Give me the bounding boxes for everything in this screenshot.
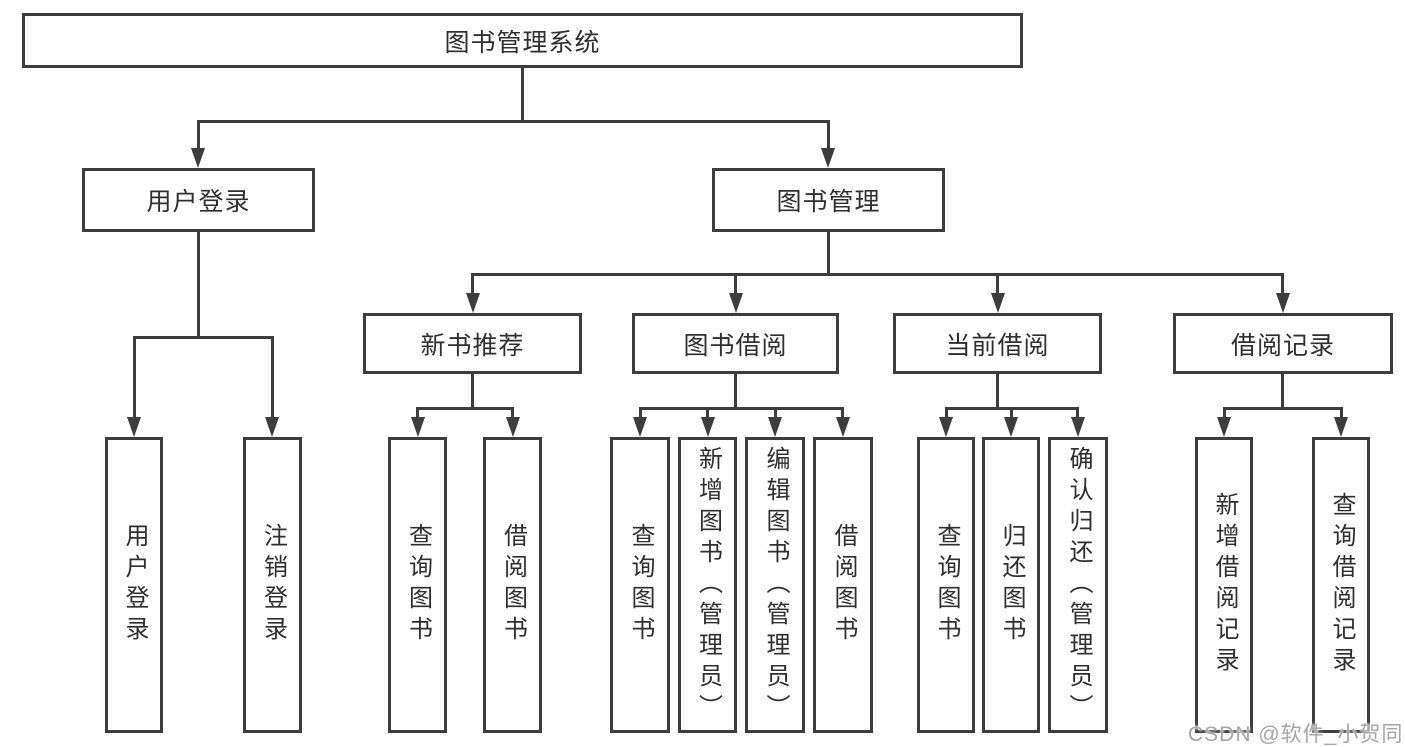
leaf-confirm-return-admin: 确认归还（管理员）: [1048, 437, 1108, 733]
arrow-down-icon: [836, 417, 850, 437]
arrow-down-icon: [821, 148, 835, 168]
connector-book-management-stub: [827, 232, 830, 273]
connector-leaf-stem: [841, 407, 844, 420]
node-user-login: 用户登录: [82, 168, 315, 232]
connector-leaf-stem: [639, 407, 642, 420]
connector-root-to-book-management: [827, 120, 830, 152]
connector-to-leaf-user-login: [133, 336, 136, 420]
arrow-down-icon: [506, 417, 520, 437]
connector-root-bus: [197, 120, 830, 123]
arrow-down-icon: [991, 293, 1005, 313]
connector-book-borrow-stub: [734, 374, 737, 407]
connector-new-book-stub: [471, 374, 474, 407]
arrow-down-icon: [1276, 293, 1290, 313]
node-borrow-records: 借阅记录: [1173, 313, 1393, 374]
connector-book-management-bus: [472, 273, 1283, 276]
connector-borrow-records-bus: [1224, 407, 1341, 410]
connector-borrow-records-stub: [1281, 374, 1284, 407]
connector-user-login-bus: [134, 336, 273, 339]
arrow-down-icon: [1217, 417, 1231, 437]
leaf-logout: 注销登录: [243, 437, 302, 733]
connector-leaf-stem: [1076, 407, 1079, 420]
arrow-down-icon: [939, 417, 953, 437]
connector-to-leaf-logout: [271, 336, 274, 420]
leaf-borrow-books-recommend: 借阅图书: [483, 437, 542, 733]
connector-root-to-user-login: [197, 120, 200, 152]
connector-new-book-bus: [417, 407, 514, 410]
connector-leaf-stem: [706, 407, 709, 420]
leaf-label: 新增借阅记录: [1211, 492, 1238, 678]
leaf-query-books: 查询图书: [610, 437, 670, 733]
leaf-label: 归还图书: [998, 523, 1025, 647]
connector-book-borrow-bus: [640, 407, 843, 410]
arrow-down-icon: [191, 148, 205, 168]
leaf-add-borrow-record: 新增借阅记录: [1195, 437, 1253, 733]
leaf-borrow-books: 借阅图书: [813, 437, 873, 733]
leaf-return-books: 归还图书: [982, 437, 1040, 733]
leaf-label: 查询图书: [627, 523, 654, 647]
arrow-down-icon: [768, 417, 782, 437]
connector-root-stub: [521, 68, 524, 120]
arrow-down-icon: [265, 417, 279, 437]
arrow-down-icon: [701, 417, 715, 437]
leaf-label: 注销登录: [259, 523, 287, 647]
arrow-down-icon: [127, 417, 141, 437]
leaf-query-borrow-record: 查询借阅记录: [1312, 437, 1370, 733]
connector-to-current-borrow: [996, 273, 999, 298]
node-book-management: 图书管理: [712, 168, 945, 232]
leaf-label: 新增图书（管理员）: [694, 445, 722, 725]
leaf-add-books-admin: 新增图书（管理员）: [678, 437, 737, 733]
node-new-book-recommend: 新书推荐: [363, 313, 582, 374]
connector-leaf-stem: [1223, 407, 1226, 420]
connector-leaf-stem: [774, 407, 777, 420]
csdn-watermark: CSDN @软件_小贺同学: [1188, 723, 1405, 746]
leaf-label: 查询借阅记录: [1328, 492, 1355, 678]
arrow-down-icon: [1334, 417, 1348, 437]
arrow-down-icon: [1071, 417, 1085, 437]
arrow-down-icon: [466, 293, 480, 313]
connector-to-new-book: [471, 273, 474, 298]
connector-leaf-stem: [1340, 407, 1343, 420]
arrow-down-icon: [729, 293, 743, 313]
leaf-label: 借阅图书: [499, 523, 527, 647]
connector-to-book-borrow: [734, 273, 737, 298]
connector-to-borrow-records: [1281, 273, 1284, 298]
leaf-label: 用户登录: [121, 523, 148, 647]
arrow-down-icon: [1004, 417, 1018, 437]
leaf-query-books-recommend: 查询图书: [388, 437, 447, 733]
leaf-label: 借阅图书: [830, 523, 857, 647]
connector-leaf-stem: [945, 407, 948, 420]
leaf-label: 确认归还（管理员）: [1065, 445, 1092, 725]
leaf-user-login: 用户登录: [105, 437, 163, 733]
leaf-label: 查询图书: [404, 523, 432, 647]
connector-leaf-stem: [416, 407, 419, 420]
leaf-label: 编辑图书（管理员）: [762, 445, 789, 725]
connector-leaf-stem: [511, 407, 514, 420]
leaf-edit-books-admin: 编辑图书（管理员）: [745, 437, 805, 733]
connector-user-login-stub: [197, 232, 200, 336]
leaf-query-books-current: 查询图书: [917, 437, 975, 733]
node-book-borrow: 图书借阅: [632, 313, 839, 374]
connector-leaf-stem: [1010, 407, 1013, 420]
leaf-label: 查询图书: [933, 523, 960, 647]
node-library-system: 图书管理系统: [22, 13, 1023, 68]
node-current-borrow: 当前借阅: [893, 313, 1102, 374]
arrow-down-icon: [633, 417, 647, 437]
arrow-down-icon: [411, 417, 425, 437]
connector-current-borrow-stub: [996, 374, 999, 407]
